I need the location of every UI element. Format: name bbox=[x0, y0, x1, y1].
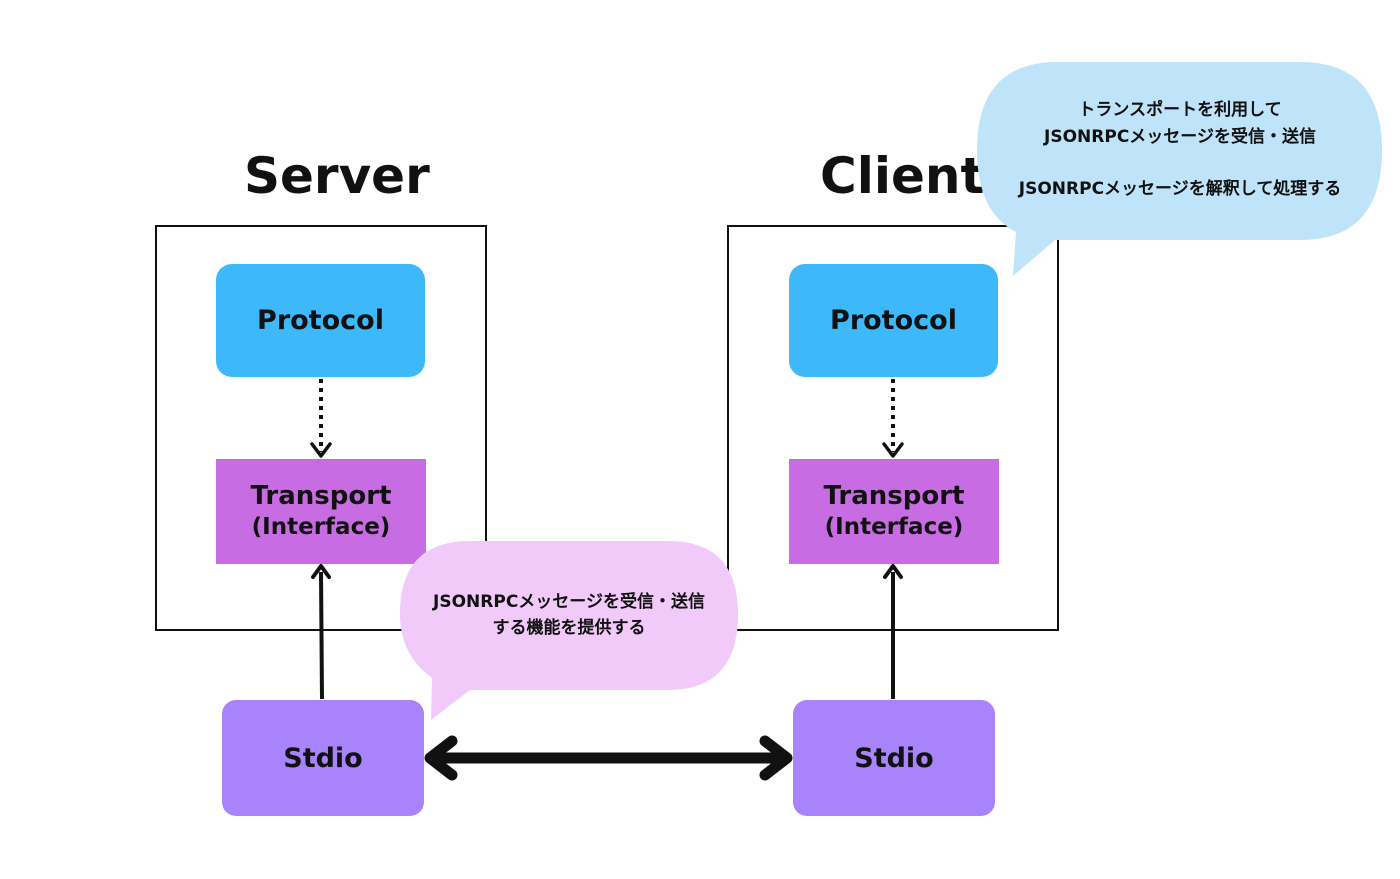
server-protocol-label: Protocol bbox=[257, 305, 384, 336]
server-transport-label: Transport bbox=[250, 480, 392, 511]
client-bubble-shape bbox=[977, 62, 1382, 276]
client-bubble-line2: JSONRPCメッセージを受信・送信 bbox=[1044, 126, 1316, 147]
client-bubble: トランスポートを利用して JSONRPCメッセージを受信・送信 JSONRPCメ… bbox=[985, 70, 1375, 230]
stdio-left-arrowhead bbox=[424, 735, 458, 781]
client-transport-label: Transport bbox=[823, 480, 965, 511]
server-transport-sub: (Interface) bbox=[251, 514, 391, 541]
server-stdio-arrowhead bbox=[311, 564, 331, 579]
client-title: Client bbox=[820, 147, 985, 205]
server-transport-box: Transport (Interface) bbox=[216, 459, 426, 564]
server-title: Server bbox=[244, 147, 430, 205]
server-stdio-arrow bbox=[319, 571, 324, 700]
transport-bubble-shape bbox=[400, 541, 738, 720]
client-bubble-line3: JSONRPCメッセージを解釈して処理する bbox=[1018, 179, 1342, 200]
server-stdio-label: Stdio bbox=[283, 742, 363, 774]
server-protocol-box: Protocol bbox=[216, 264, 425, 377]
server-dotted-arrowhead bbox=[310, 442, 332, 458]
transport-bubble-line2: する機能を提供する bbox=[492, 618, 646, 638]
transport-bubble-line1: JSONRPCメッセージを受信・送信 bbox=[433, 591, 705, 612]
stdio-right-arrowhead bbox=[759, 735, 793, 781]
client-stdio-arrowhead bbox=[883, 564, 903, 579]
client-stdio-label: Stdio bbox=[854, 742, 934, 774]
client-protocol-box: Protocol bbox=[789, 264, 998, 377]
client-transport-sub: (Interface) bbox=[824, 514, 964, 541]
server-stdio-box: Stdio bbox=[222, 700, 424, 816]
client-bubble-line1: トランスポートを利用して bbox=[1078, 100, 1282, 121]
client-transport-box: Transport (Interface) bbox=[789, 459, 999, 564]
client-stdio-box: Stdio bbox=[793, 700, 995, 816]
client-dotted-arrowhead bbox=[882, 442, 904, 458]
transport-bubble: JSONRPCメッセージを受信・送信 する機能を提供する bbox=[405, 570, 733, 660]
client-protocol-label: Protocol bbox=[830, 305, 957, 336]
